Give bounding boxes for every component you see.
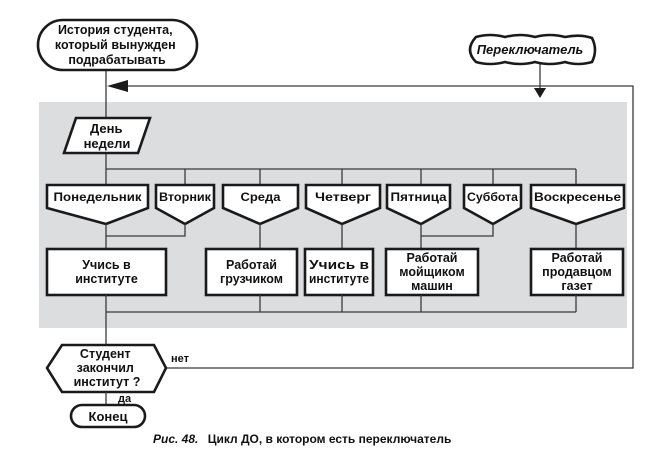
case-2: Вторник bbox=[154, 183, 216, 226]
condition-hexagon: Студент закончил институт ? bbox=[45, 343, 168, 394]
svg-text:Студент закончил и: Студент закончил институт ? bbox=[74, 347, 141, 389]
case-action-connectors bbox=[105, 224, 577, 249]
case-4: Четверг bbox=[304, 183, 382, 226]
start-terminator: История студента, который вынужден подра… bbox=[36, 18, 199, 72]
figure-caption: Рис. 48. Цикл ДО, в котором есть переклю… bbox=[153, 432, 451, 446]
start-label: История студента, который вынужден подра… bbox=[55, 23, 179, 67]
svg-text:День недели: День недели bbox=[84, 121, 131, 151]
switch-label: Переключатель bbox=[477, 42, 584, 57]
yes-label: да bbox=[118, 393, 132, 405]
case-5: Пятница bbox=[385, 183, 452, 226]
case-label: Вторник bbox=[159, 190, 212, 204]
case-label: Четверг bbox=[315, 190, 371, 204]
case-6: Суббота bbox=[462, 183, 523, 226]
loop-back-arrow-icon bbox=[107, 80, 128, 92]
no-label: нет bbox=[171, 353, 190, 365]
case-label: Среда bbox=[241, 190, 281, 204]
case-1: Понедельник bbox=[45, 183, 150, 226]
caption-text: Цикл ДО, в котором есть переключатель bbox=[208, 432, 452, 446]
case-label: Понедельник bbox=[54, 190, 143, 204]
case-label: Суббота bbox=[467, 190, 518, 204]
merge-connectors bbox=[105, 295, 577, 345]
branch-drops bbox=[184, 169, 577, 185]
case-label: Пятница bbox=[391, 190, 447, 204]
switch-arrow-icon bbox=[534, 88, 546, 98]
switch-annotation: Переключатель bbox=[468, 33, 597, 66]
case-7: Воскресенье bbox=[529, 183, 626, 226]
loop-back-line bbox=[118, 85, 634, 369]
end-label: Конец bbox=[89, 409, 128, 424]
input-day-of-week: День недели bbox=[62, 116, 152, 155]
end-terminator: Конец bbox=[69, 403, 147, 429]
caption-number: Рис. 48. bbox=[153, 432, 198, 446]
case-label: Воскресенье bbox=[534, 190, 621, 204]
case-3: Среда bbox=[221, 183, 300, 226]
